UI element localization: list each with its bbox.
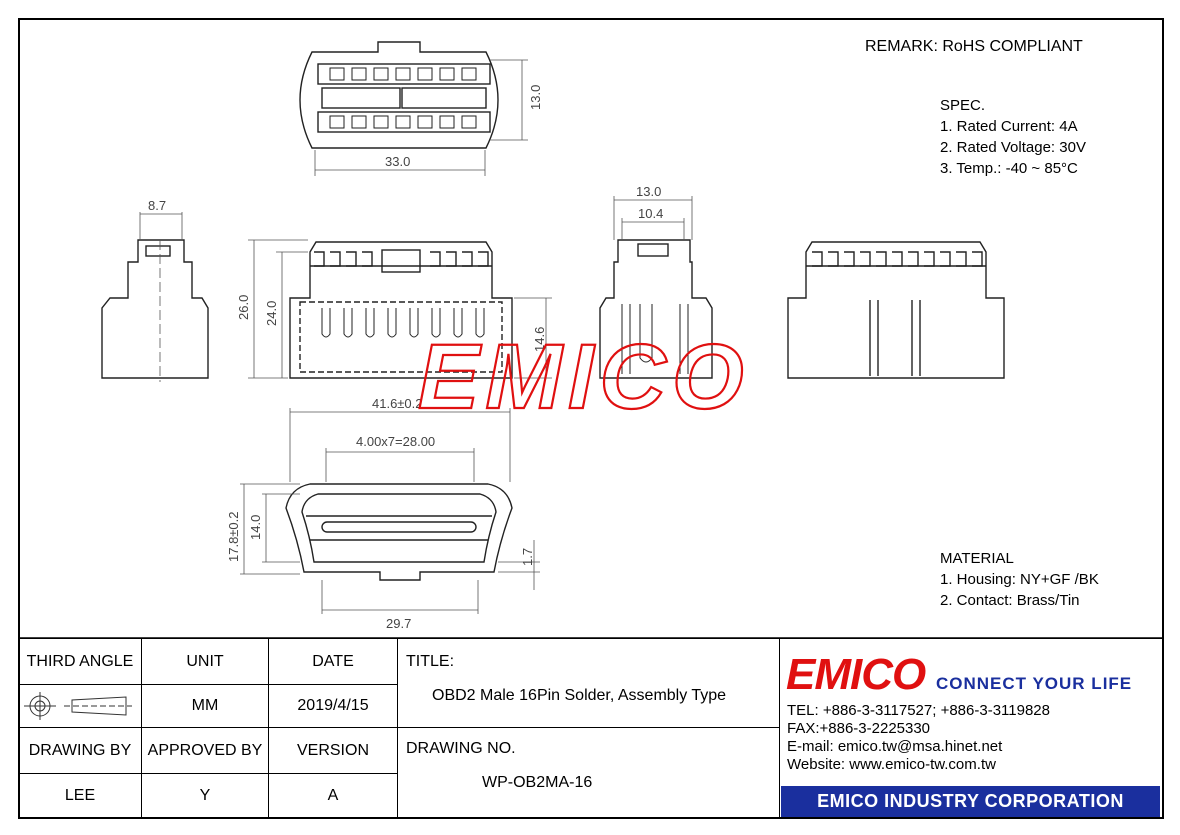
bottom-view — [240, 408, 540, 614]
title-cell: TITLE: OBD2 Male 16Pin Solder, Assembly … — [397, 638, 780, 728]
company-email: E-mail: emico.tw@msa.hinet.net — [787, 738, 1003, 755]
company-cell — [779, 638, 1164, 819]
drawing-no-label: DRAWING NO. — [406, 740, 516, 757]
drawing-by-value: LEE — [18, 773, 142, 819]
company-corporation-banner: EMICO INDUSTRY CORPORATION — [781, 786, 1160, 817]
dim-bottom-total: 41.6±0.2 — [372, 396, 423, 411]
title-label: TITLE: — [406, 653, 455, 670]
material-item: 1. Housing: NY+GF /BK — [940, 571, 1099, 588]
company-tel: TEL: +886-3-3117527; +886-3-3119828 — [787, 702, 1050, 719]
spec-item: 2. Rated Voltage: 30V — [940, 139, 1086, 156]
third-angle-symbol-icon — [24, 692, 132, 720]
third-angle-label: THIRD ANGLE — [18, 638, 142, 685]
company-contact: TEL: +886-3-3117527; +886-3-3119828 FAX:… — [787, 702, 1050, 774]
remark-text: REMARK: RoHS COMPLIANT — [865, 38, 1083, 55]
projection-cell — [18, 684, 142, 728]
dim-height-26: 26.0 — [236, 295, 251, 320]
version-label: VERSION — [268, 727, 398, 774]
dim-bottom-small: 1.7 — [520, 548, 535, 566]
dim-top-height: 13.0 — [528, 85, 543, 110]
drawing-no-value: WP-OB2MA-16 — [482, 774, 593, 791]
date-label: DATE — [268, 638, 398, 685]
dim-bottom-inner-height: 14.0 — [248, 515, 263, 540]
company-logo: EMICO — [786, 650, 926, 699]
company-website: Website: www.emico-tw.com.tw — [787, 756, 996, 773]
dim-side-width: 13.0 — [636, 184, 661, 199]
drawing-by-label: DRAWING BY — [18, 727, 142, 774]
emico-watermark: EMICO — [418, 326, 750, 428]
dim-side-inner: 10.4 — [638, 206, 663, 221]
spec-block: SPEC. 1. Rated Current: 4A 2. Rated Volt… — [940, 95, 1086, 179]
company-slogan: CONNECT YOUR LIFE — [936, 674, 1133, 693]
material-heading: MATERIAL — [940, 550, 1014, 567]
dim-height-14-6: 14.6 — [532, 327, 547, 352]
unit-value: MM — [141, 684, 269, 728]
unit-label: UNIT — [141, 638, 269, 685]
material-item: 2. Contact: Brass/Tin — [940, 592, 1080, 609]
dim-height-24: 24.0 — [264, 301, 279, 326]
spec-heading: SPEC. — [940, 97, 986, 114]
front-view — [248, 239, 552, 379]
approved-by-value: Y — [141, 773, 269, 819]
company-fax: FAX:+886-3-2225330 — [787, 720, 931, 737]
dim-bottom-height: 17.8±0.2 — [226, 511, 241, 562]
side-view — [599, 196, 713, 379]
left-view — [101, 212, 209, 382]
material-block: MATERIAL 1. Housing: NY+GF /BK 2. Contac… — [940, 548, 1099, 611]
back-view — [787, 241, 1005, 379]
dim-bottom-width: 29.7 — [386, 616, 411, 631]
dim-pitch: 4.00x7=28.00 — [356, 434, 435, 449]
dim-left-width: 8.7 — [148, 198, 166, 213]
spec-item: 3. Temp.: -40 ~ 85°C — [940, 160, 1078, 177]
approved-by-label: APPROVED BY — [141, 727, 269, 774]
top-view — [299, 41, 528, 176]
title-value: OBD2 Male 16Pin Solder, Assembly Type — [432, 687, 727, 704]
date-value: 2019/4/15 — [268, 684, 398, 728]
version-value: A — [268, 773, 398, 819]
spec-item: 1. Rated Current: 4A — [940, 118, 1078, 135]
dim-top-width: 33.0 — [385, 154, 410, 169]
drawing-no-cell: DRAWING NO. WP-OB2MA-16 — [397, 727, 780, 819]
